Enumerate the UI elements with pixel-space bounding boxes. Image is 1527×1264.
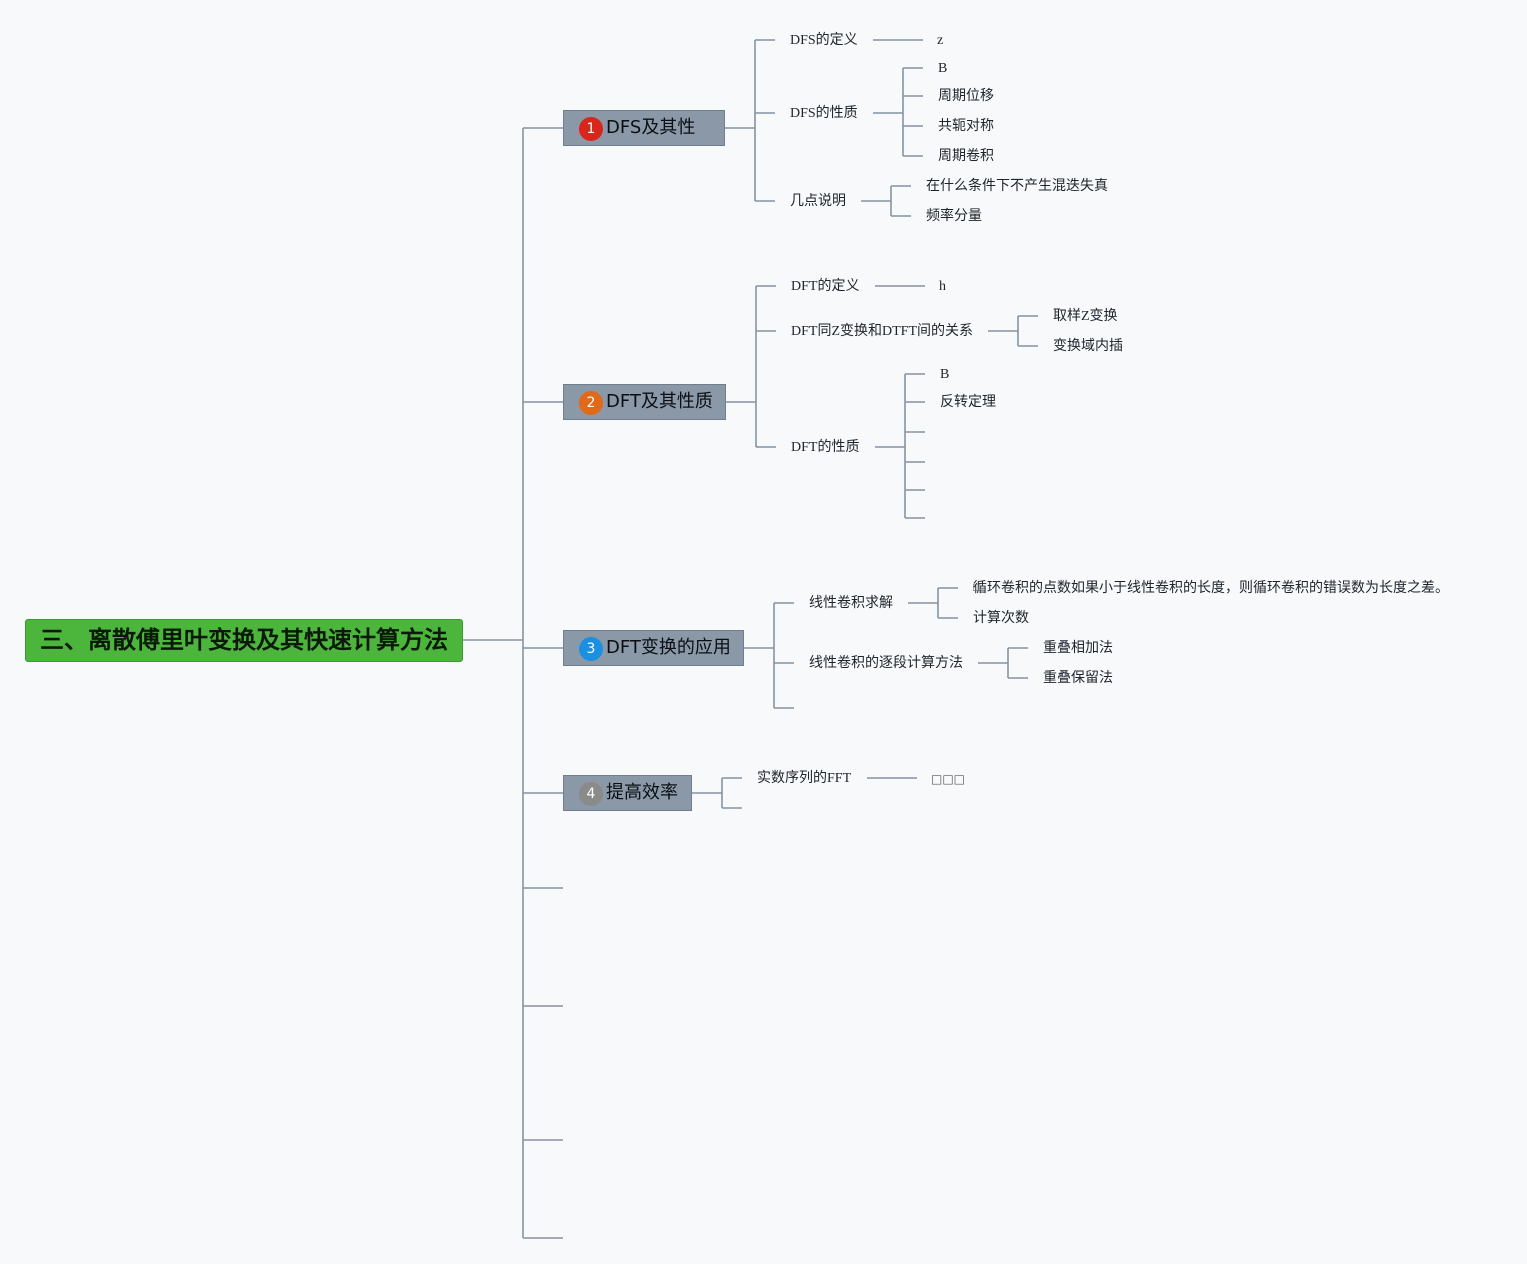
- branch-label: DFT变换的应用: [606, 637, 731, 658]
- branch-label: DFT及其性质: [606, 391, 713, 412]
- root-topic[interactable]: 三、离散傅里叶变换及其快速计算方法: [25, 619, 463, 662]
- leaf-b[interactable]: B: [938, 61, 948, 76]
- leaf-periodic-convolution[interactable]: 周期卷积: [938, 149, 994, 164]
- leaf-overlap-save[interactable]: 重叠保留法: [1043, 671, 1113, 686]
- branch-dfs[interactable]: 1 DFS及其性: [563, 110, 725, 146]
- leaf-no-aliasing-condition[interactable]: 在什么条件下不产生混迭失真: [926, 179, 1108, 194]
- topic-linear-convolution-solution[interactable]: 线性卷积求解: [809, 596, 893, 611]
- leaf-b[interactable]: B: [940, 367, 950, 382]
- number-badge-orange-icon: 2: [579, 391, 603, 415]
- leaf-periodic-shift[interactable]: 周期位移: [938, 89, 994, 104]
- topic-real-sequence-fft[interactable]: 实数序列的FFT: [757, 771, 852, 786]
- leaf-z[interactable]: z: [937, 33, 944, 48]
- missing-glyph-icon[interactable]: □□□: [931, 772, 966, 786]
- missing-glyph-icon: □: [973, 580, 981, 594]
- leaf-frequency-components[interactable]: 频率分量: [926, 209, 982, 224]
- topic-dft-properties[interactable]: DFT的性质: [791, 440, 860, 455]
- topic-dfs-properties[interactable]: DFS的性质: [790, 106, 858, 121]
- leaf-transform-domain-interpolation[interactable]: 变换域内插: [1053, 339, 1123, 354]
- leaf-h[interactable]: h: [939, 279, 946, 294]
- number-badge-blue-icon: 3: [579, 637, 603, 661]
- number-badge-red-icon: 1: [579, 117, 603, 141]
- leaf-circular-convolution-note[interactable]: □ 循环卷积的点数如果小于线性卷积的长度，则循环卷积的错误数为长度之差。: [973, 580, 1449, 596]
- branch-dft-application[interactable]: 3 DFT变换的应用: [563, 630, 744, 666]
- leaf-reversal-theorem[interactable]: 反转定理: [940, 395, 996, 410]
- topic-dfs-definition[interactable]: DFS的定义: [790, 33, 858, 48]
- leaf-computation-count[interactable]: 计算次数: [973, 611, 1029, 626]
- number-badge-gray-icon: 4: [579, 782, 603, 806]
- topic-segmented-convolution[interactable]: 线性卷积的逐段计算方法: [809, 656, 963, 671]
- topic-notes[interactable]: 几点说明: [790, 194, 846, 209]
- branch-efficiency[interactable]: 4 提高效率: [563, 775, 692, 811]
- topic-dft-definition[interactable]: DFT的定义: [791, 279, 860, 294]
- leaf-sampled-z-transform[interactable]: 取样Z变换: [1053, 309, 1118, 324]
- leaf-overlap-add[interactable]: 重叠相加法: [1043, 641, 1113, 656]
- leaf-conjugate-symmetry[interactable]: 共轭对称: [938, 119, 994, 134]
- branch-label: DFS及其性: [606, 117, 696, 138]
- branch-dft[interactable]: 2 DFT及其性质: [563, 384, 726, 420]
- topic-dft-z-dtft-relation[interactable]: DFT同Z变换和DTFT间的关系: [791, 324, 973, 339]
- branch-label: 提高效率: [606, 782, 678, 803]
